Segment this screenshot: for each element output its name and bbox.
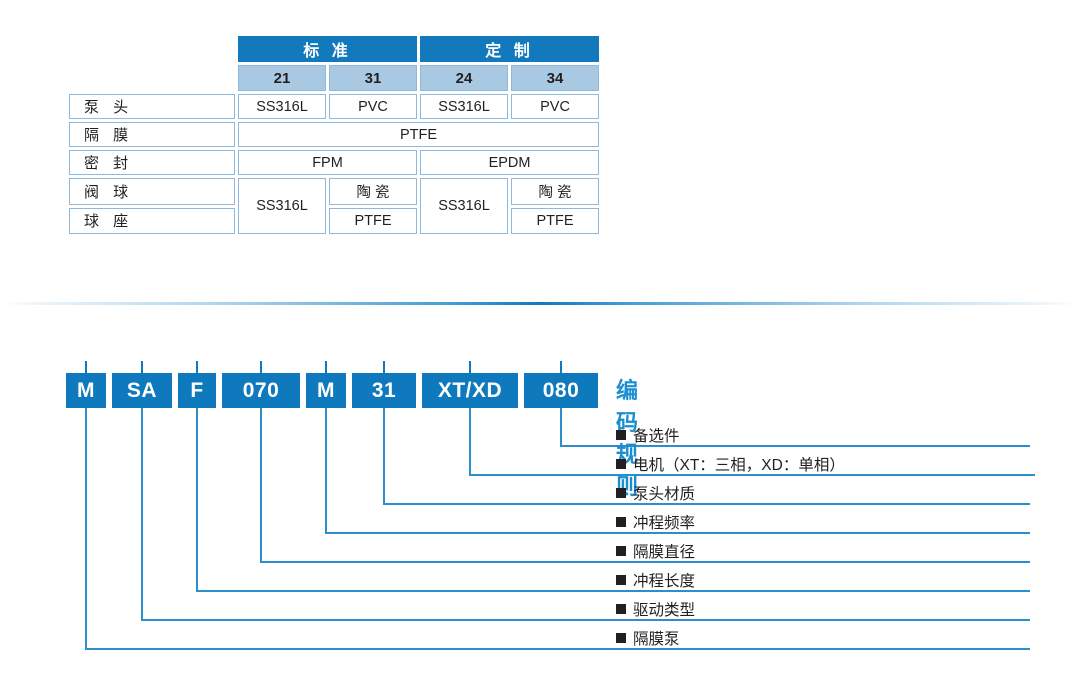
legend-item-stroke-length: 冲程长度 [616,569,695,591]
cell-seal-custom: EPDM [420,150,600,175]
cell-valve-ball-standard-ss: SS316L [238,178,326,234]
legend-item-pump-head-material: 泵头材质 [616,482,695,504]
legend-label-diaphragm-diameter: 隔膜直径 [633,544,696,561]
bullet-square-icon [616,575,626,585]
code-block-m-freq[interactable]: M [306,373,346,408]
table-row: 阀 球 SS316L 陶 瓷 SS316L 陶 瓷 [69,178,600,234]
connector-vertical-2 [141,408,143,620]
connector-horizontal-2 [141,619,1030,621]
table-row-group-header: 标 准 定 制 [69,36,600,62]
group-header-custom: 定 制 [420,36,600,62]
block-tick-1 [85,361,87,373]
bullet-square-icon [616,459,626,469]
block-tick-5 [325,361,327,373]
cell-valve-ball-custom-ceramic: 陶 瓷 [511,178,600,205]
code-header-21: 21 [238,65,326,91]
connector-horizontal-7 [469,474,1035,476]
legend-item-motor: 电机（XT：三相，XD：单相） [616,453,845,475]
connector-horizontal-3 [196,590,1030,592]
legend-item-stroke-frequency: 冲程频率 [616,511,695,533]
code-block-xtxd-motor[interactable]: XT/XD [422,373,518,408]
cell-valve-ball-custom-ss: SS316L [420,178,509,234]
cell-ball-seat-custom-ptfe: PTFE [511,207,600,234]
cell-pump-head-24: SS316L [420,94,509,119]
row-label-valve-ball: 阀 球 [69,178,235,205]
row-label-diaphragm: 隔 膜 [69,122,235,147]
block-tick-2 [141,361,143,373]
cell-pump-head-21: SS316L [238,94,326,119]
bullet-square-icon [616,430,626,440]
block-tick-6 [383,361,385,373]
connector-vertical-6 [383,408,385,504]
cell-diaphragm-all: PTFE [238,122,600,147]
code-header-31: 31 [329,65,418,91]
connector-horizontal-5 [325,532,1030,534]
block-tick-8 [560,361,562,373]
legend-label-option: 备选件 [633,428,680,445]
bullet-square-icon [616,604,626,614]
bullet-square-icon [616,517,626,527]
connector-horizontal-6 [383,503,1030,505]
connector-vertical-1 [85,408,87,649]
legend-item-diaphragm-pump: 隔膜泵 [616,627,680,649]
code-block-31-matl[interactable]: 31 [352,373,416,408]
code-block-sa-drive[interactable]: SA [112,373,172,408]
legend-label-stroke-length: 冲程长度 [633,573,696,590]
connector-vertical-7 [469,408,471,475]
cell-pump-head-34: PVC [511,94,600,119]
row-label-seal: 密 封 [69,150,235,175]
row-label-pump-head: 泵 头 [69,94,235,119]
connector-vertical-8 [560,408,562,446]
block-tick-7 [469,361,471,373]
cell-seal-standard: FPM [238,150,418,175]
code-block-f-stroke[interactable]: F [178,373,216,408]
code-header-24: 24 [420,65,509,91]
cell-pump-head-31: PVC [329,94,418,119]
table-row-code-header: 21 31 24 34 [69,65,600,91]
legend-label-motor: 电机（XT：三相，XD：单相） [633,457,845,474]
legend-item-diaphragm-diameter: 隔膜直径 [616,540,695,562]
table-row: 密 封 FPM EPDM [69,150,600,175]
legend-label-diaphragm-pump: 隔膜泵 [633,631,680,648]
table-row: 球 座 PTFE PTFE [69,207,600,234]
connector-vertical-3 [196,408,198,591]
connector-vertical-4 [260,408,262,562]
code-header-34: 34 [511,65,600,91]
legend-label-pump-head-material: 泵头材质 [633,486,696,503]
code-block-m-pump[interactable]: M [66,373,106,408]
table-row: 隔 膜 PTFE [69,122,600,147]
code-block-080-option[interactable]: 080 [524,373,598,408]
bullet-square-icon [616,488,626,498]
legend-item-option: 备选件 [616,424,680,446]
bullet-square-icon [616,633,626,643]
section-divider [0,302,1079,305]
legend-item-drive-type: 驱动类型 [616,598,695,620]
legend-label-drive-type: 驱动类型 [633,602,696,619]
group-header-standard: 标 准 [238,36,418,62]
bullet-square-icon [616,546,626,556]
cell-valve-ball-standard-ceramic: 陶 瓷 [329,178,418,205]
connector-vertical-5 [325,408,327,533]
cell-ball-seat-standard-ptfe: PTFE [329,207,418,234]
block-tick-3 [196,361,198,373]
legend-label-stroke-frequency: 冲程频率 [633,515,696,532]
connector-horizontal-1 [85,648,1030,650]
connector-horizontal-4 [260,561,1030,563]
row-label-ball-seat: 球 座 [69,207,235,234]
code-block-070-diam[interactable]: 070 [222,373,300,408]
block-tick-4 [260,361,262,373]
material-spec-table: 标 准 定 制 21 31 24 34 泵 头 SS316L PVC SS316… [66,33,602,237]
table-row: 泵 头 SS316L PVC SS316L PVC [69,94,600,119]
connector-horizontal-8 [560,445,1030,447]
spec-table: 标 准 定 制 21 31 24 34 泵 头 SS316L PVC SS316… [66,33,600,239]
